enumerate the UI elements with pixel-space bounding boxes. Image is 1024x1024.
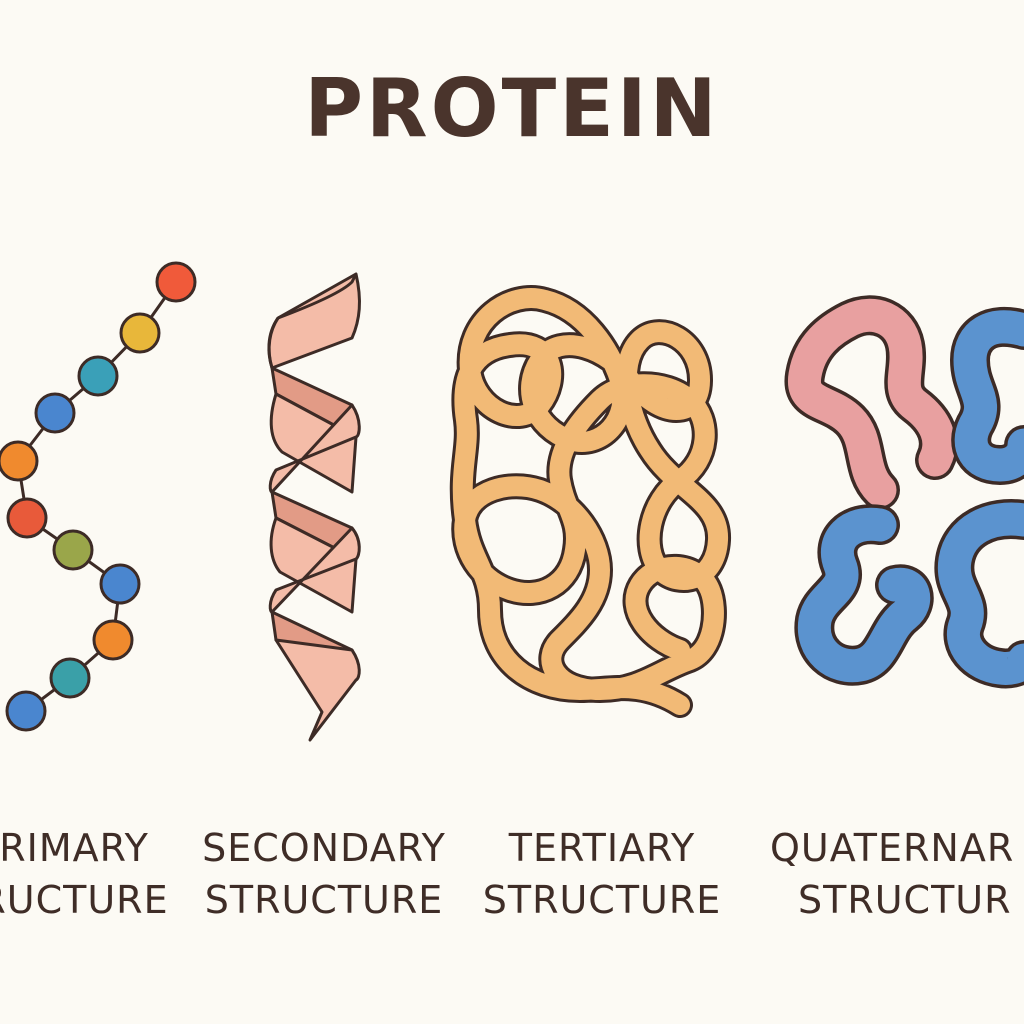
amino-acid-bead [5, 690, 47, 732]
primary-structure-bead-chain [0, 261, 197, 732]
label-line-1: SECONDARY [202, 826, 446, 870]
quaternary-structure-subunits [784, 295, 1024, 689]
amino-acid-bead [52, 529, 94, 571]
amino-acid-bead [0, 440, 39, 482]
label-line-2: RUCTURE [0, 878, 169, 922]
label-quaternary-structure: QUATERNAR STRUCTUR [740, 822, 1024, 926]
amino-acid-bead [119, 312, 161, 354]
tertiary-structure-folded-chain [449, 285, 731, 718]
amino-acid-bead [99, 563, 141, 605]
amino-acid-bead [6, 497, 48, 539]
label-secondary-structure: SECONDARY STRUCTURE [164, 822, 484, 926]
amino-acid-bead [77, 355, 119, 397]
label-line-2: STRUCTURE [482, 878, 722, 922]
label-tertiary-structure: TERTIARY STRUCTURE [442, 822, 762, 926]
label-line-1: QUATERNAR [770, 826, 1015, 870]
label-line-1: RIMARY [0, 826, 149, 870]
amino-acid-bead [49, 657, 91, 699]
amino-acid-bead [34, 392, 76, 434]
label-line-1: TERTIARY [508, 826, 696, 870]
amino-acid-bead [92, 619, 134, 661]
label-line-2: STRUCTUR [798, 878, 1012, 922]
page-title: PROTEIN [304, 62, 720, 155]
amino-acid-bead [155, 261, 197, 303]
secondary-structure-helix [267, 272, 361, 742]
label-line-2: STRUCTURE [204, 878, 444, 922]
label-primary-structure: RIMARY RUCTURE [0, 822, 234, 926]
